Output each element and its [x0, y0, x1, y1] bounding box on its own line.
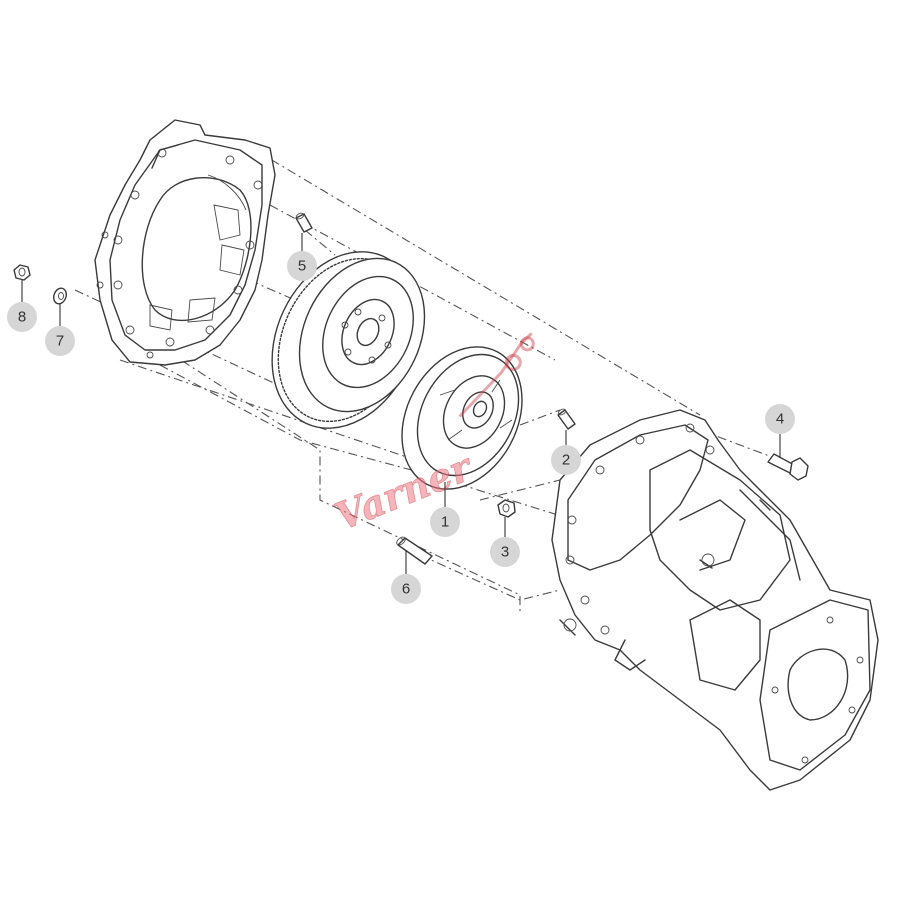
callout-5: 5 [287, 233, 317, 281]
part-4-bolt [767, 453, 809, 481]
callout-4-label: 4 [776, 411, 784, 428]
callout-6: 6 [391, 550, 421, 604]
adapter-bolt-holes [96, 148, 263, 359]
adapter-plate [94, 119, 276, 366]
callout-3: 3 [490, 517, 520, 567]
housing-bolt-holes [563, 423, 864, 764]
callout-1: 1 [430, 482, 460, 537]
callout-8-label: 8 [18, 309, 26, 326]
callout-4: 4 [765, 404, 795, 458]
callout-2: 2 [551, 430, 581, 475]
part-3-bolt [497, 499, 516, 518]
part-5-dowel [295, 212, 313, 233]
part-6-stud [396, 536, 433, 565]
callout-2-label: 2 [562, 452, 570, 469]
part-2-pin [557, 408, 576, 430]
callout-3-label: 3 [501, 544, 509, 561]
callout-8: 8 [7, 280, 37, 332]
callout-5-label: 5 [298, 258, 306, 275]
callout-6-label: 6 [402, 581, 410, 598]
callout-1-label: 1 [441, 514, 449, 531]
callout-7: 7 [45, 304, 75, 356]
transmission-housing [551, 409, 879, 791]
part-8-nut [13, 264, 31, 281]
clutch-disc [401, 346, 523, 490]
flywheel [271, 251, 426, 429]
callout-7-label: 7 [56, 333, 64, 350]
part-7-washer [53, 287, 67, 305]
